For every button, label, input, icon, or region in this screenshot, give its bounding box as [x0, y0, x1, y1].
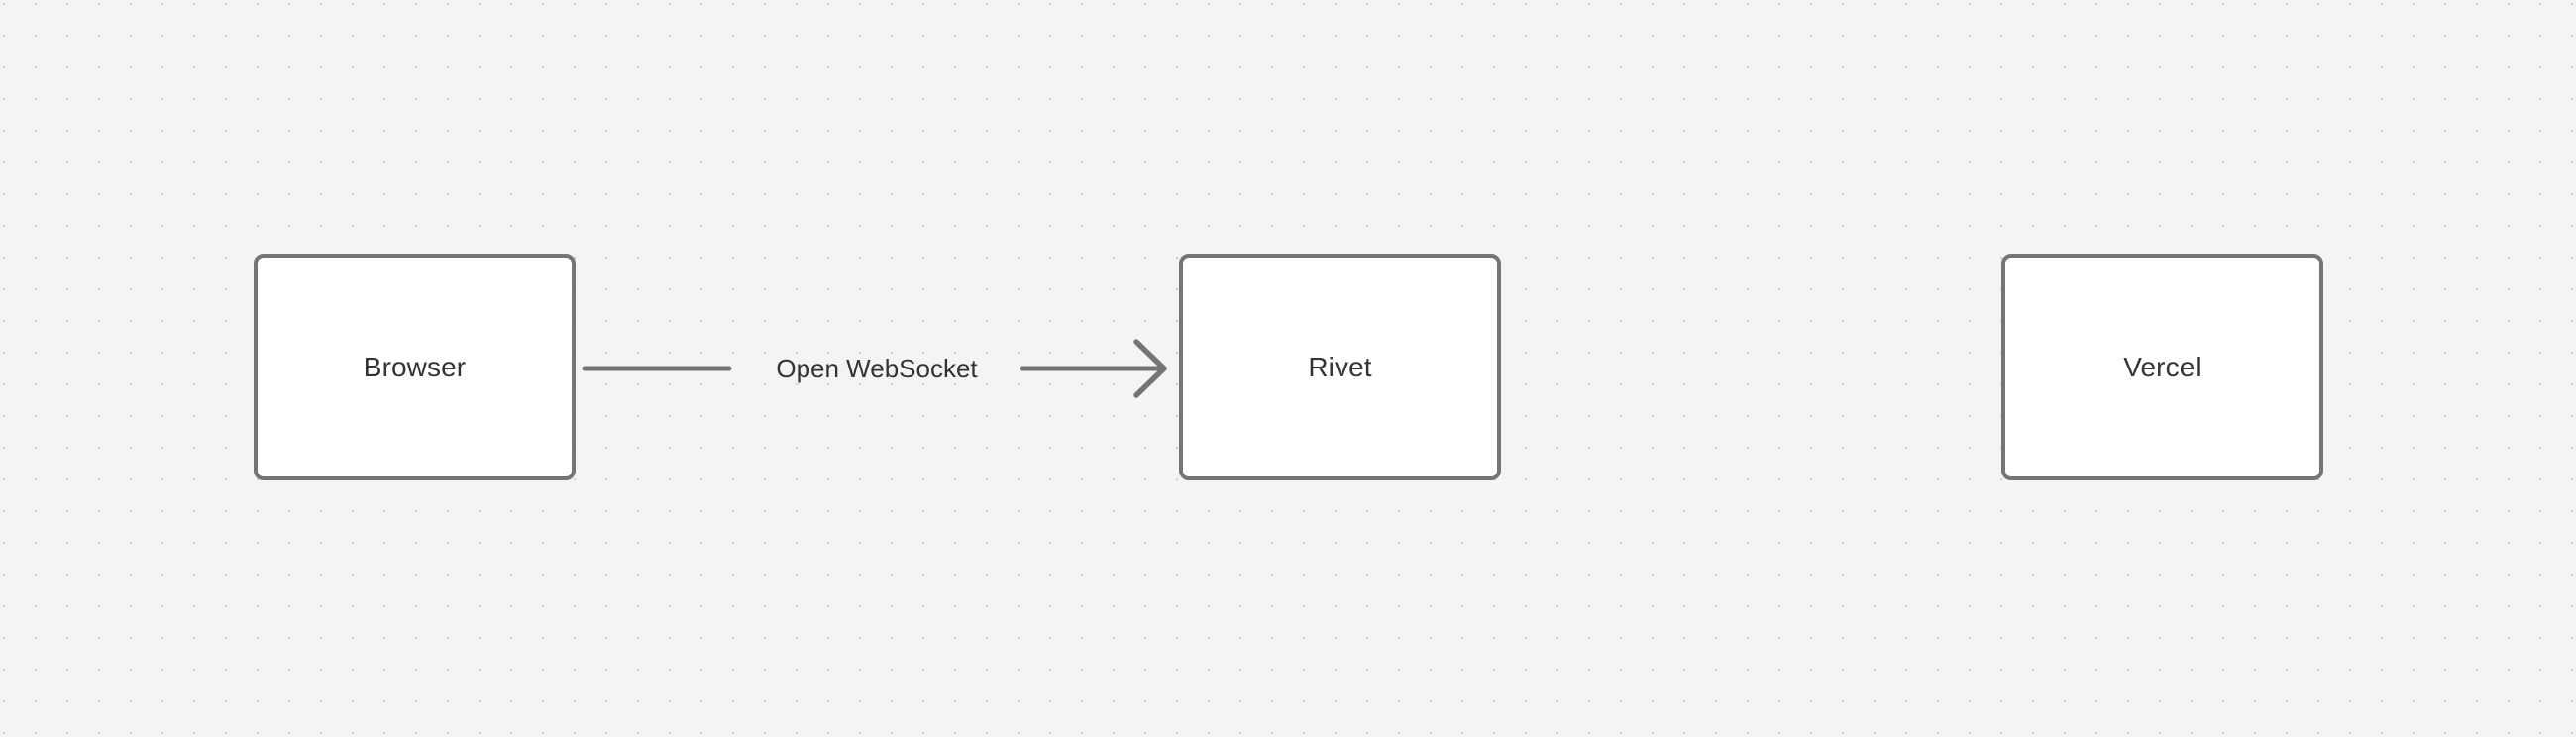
edge-label-open-websocket: Open WebSocket [776, 354, 978, 383]
node-rivet[interactable]: Rivet [1179, 254, 1501, 480]
node-vercel-label: Vercel [2123, 351, 2201, 382]
edge-browser-to-rivet-arrowhead-icon [1133, 339, 1167, 398]
node-browser-label: Browser [363, 351, 467, 382]
node-vercel[interactable]: Vercel [2001, 254, 2323, 480]
node-browser[interactable]: Browser [254, 254, 576, 480]
node-rivet-label: Rivet [1308, 351, 1372, 382]
